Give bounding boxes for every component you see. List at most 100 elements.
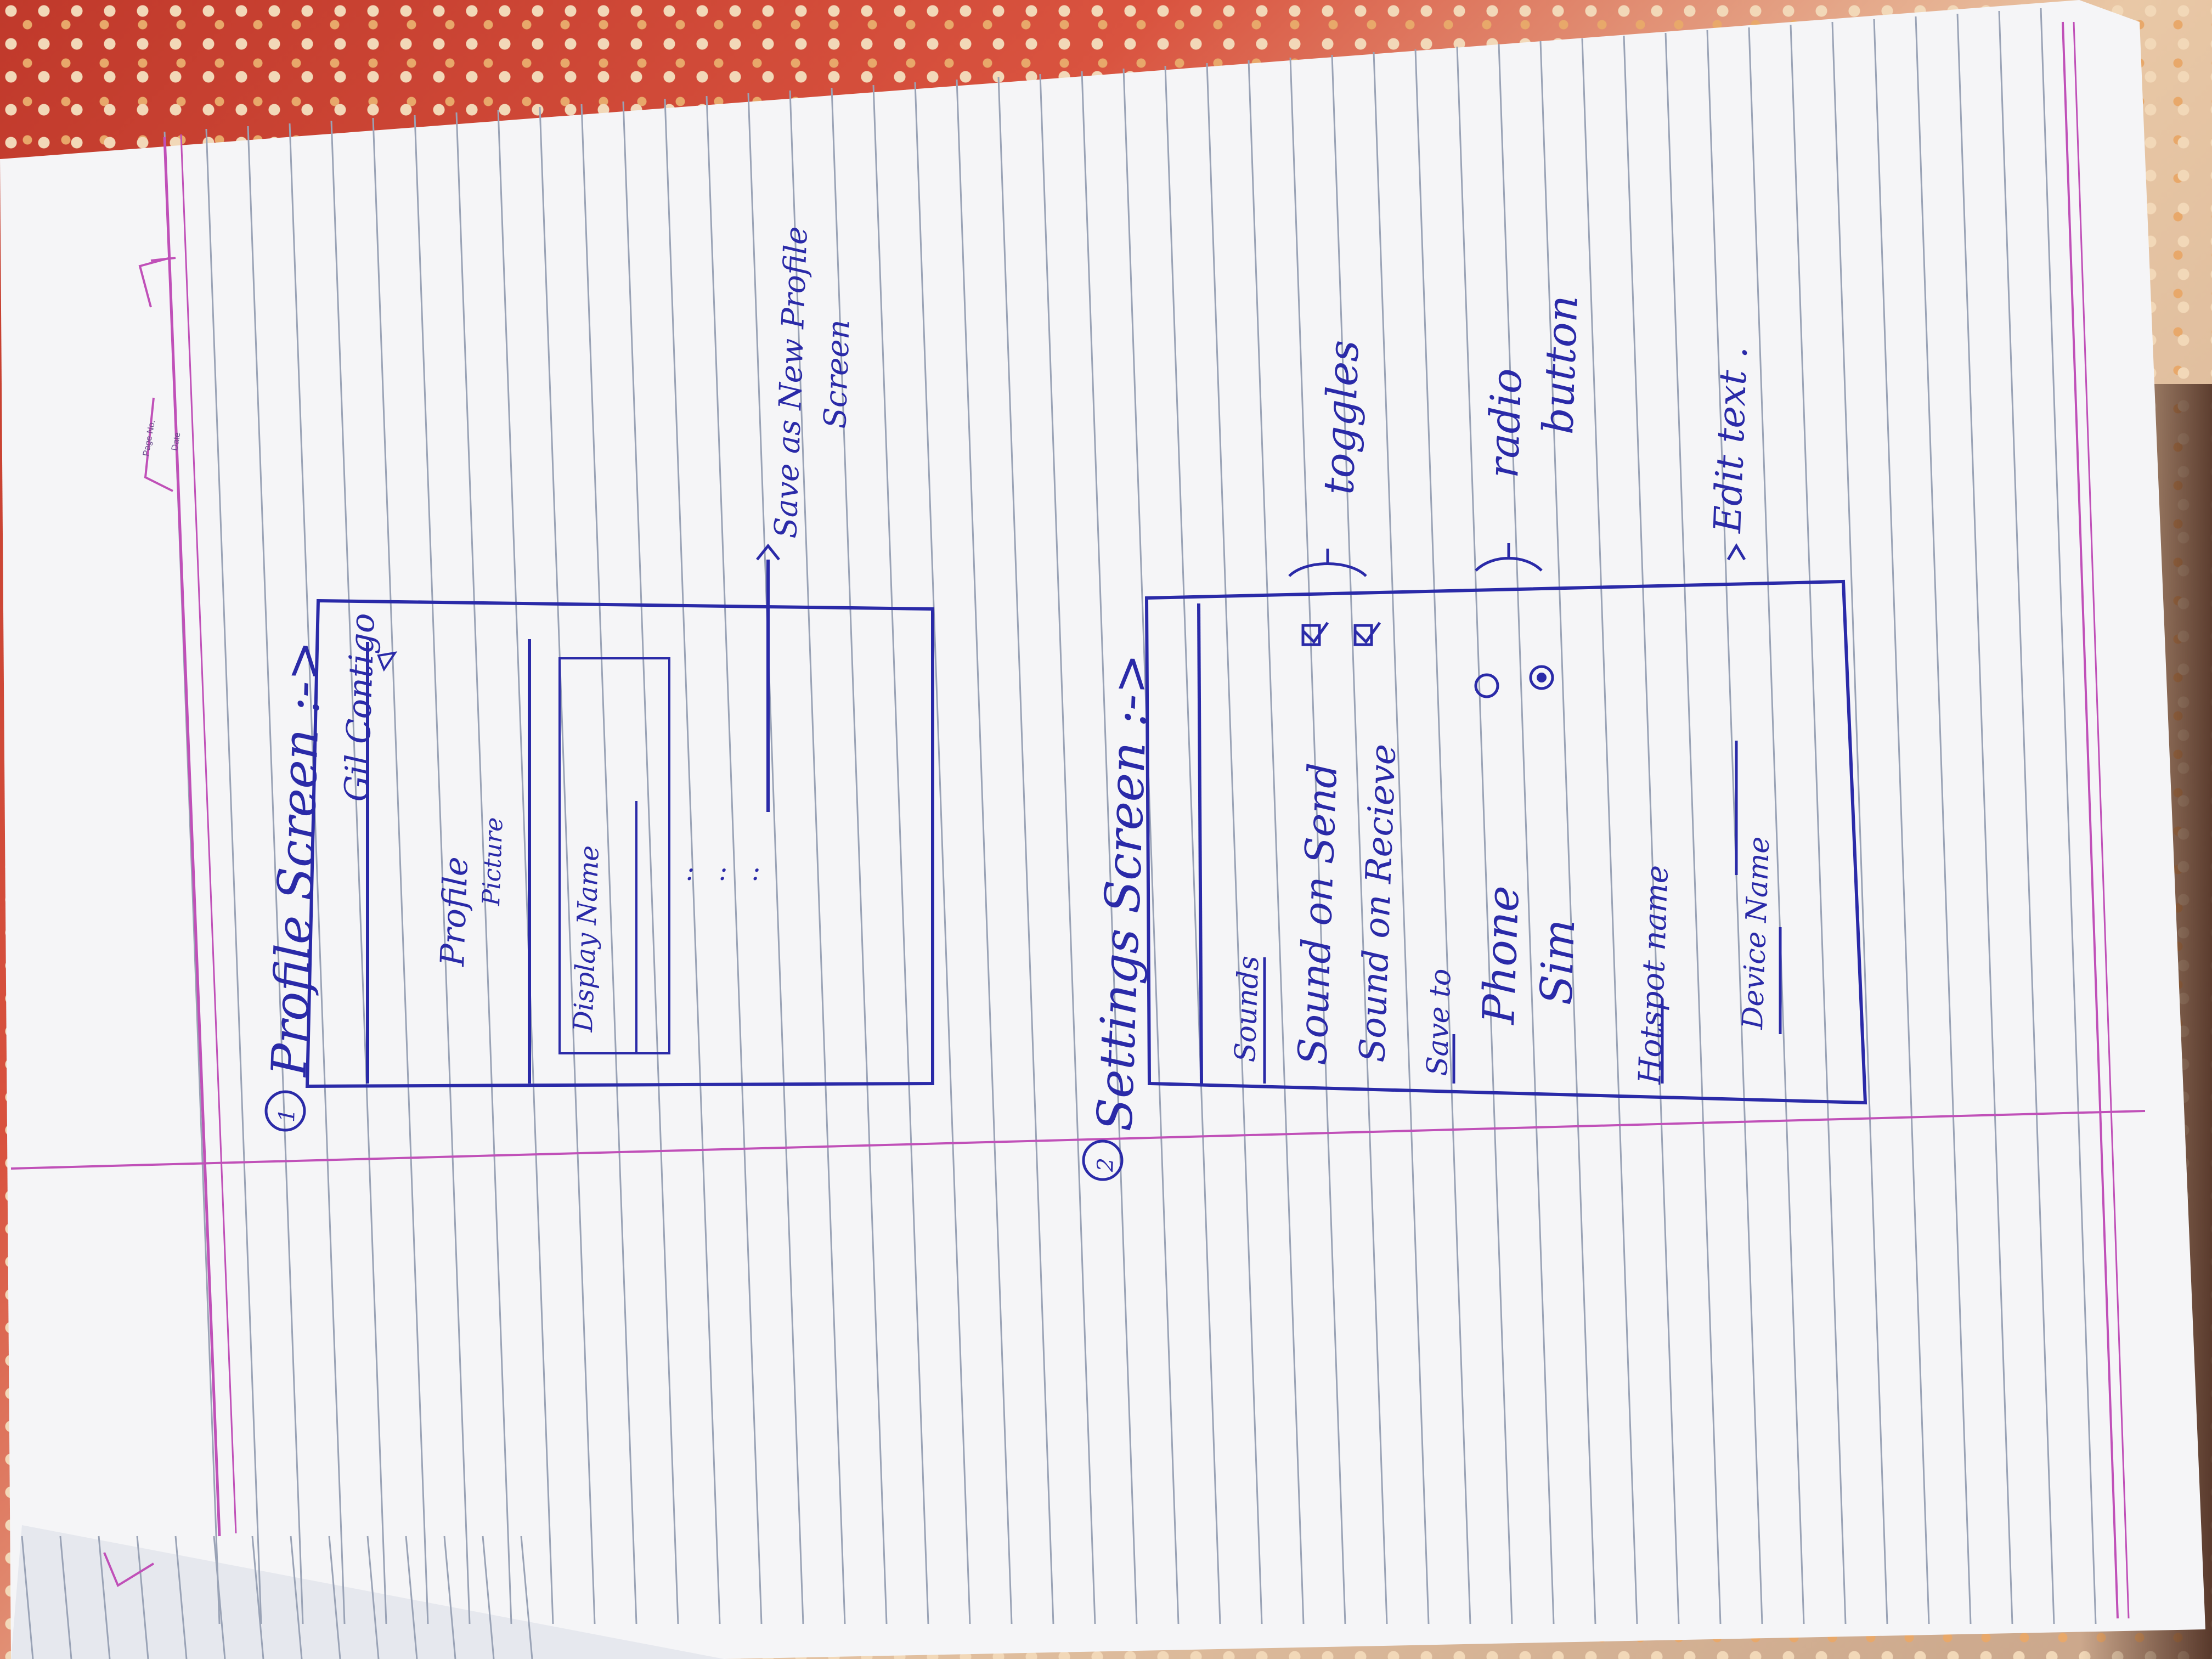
ruled-line xyxy=(1164,65,1221,1624)
radio-annotation: button xyxy=(1533,294,1587,436)
ruled-line xyxy=(497,109,554,1624)
margin-line xyxy=(10,1110,2146,1170)
toggle-brace xyxy=(1288,549,1367,577)
ruled-line xyxy=(443,1536,456,1659)
ruled-line xyxy=(1456,46,1513,1624)
profile-picture-label: Picture xyxy=(477,816,509,906)
arrow-icon xyxy=(1726,543,1746,561)
profile-appbar-title: Gil Contigo xyxy=(337,612,382,803)
margin-line xyxy=(180,134,237,1534)
radio-button-icon xyxy=(1529,665,1554,690)
ruled-line xyxy=(1956,13,2013,1624)
ruled-line xyxy=(1623,35,1680,1624)
page-no-bracket xyxy=(103,1552,155,1587)
ruled-lines xyxy=(21,8,2097,1659)
ruled-line xyxy=(1790,24,1847,1624)
ruled-line xyxy=(290,1536,303,1659)
hotspot-label: Hotspot name xyxy=(1632,864,1675,1085)
ruled-line xyxy=(1915,16,1972,1624)
ruled-line xyxy=(174,1536,188,1659)
ruled-line xyxy=(1539,41,1596,1624)
page-no-bracket xyxy=(144,397,173,492)
ruled-line xyxy=(21,1536,34,1659)
settings-appbar-title: Sounds xyxy=(1229,955,1266,1063)
ruled-line xyxy=(482,1536,495,1659)
device-label: Device Name xyxy=(1736,836,1776,1030)
ruled-line xyxy=(914,82,971,1624)
ruled-line xyxy=(520,1536,533,1659)
margin-line xyxy=(2073,21,2130,1619)
ruled-line xyxy=(1873,19,1930,1624)
lower-sheet xyxy=(11,1525,724,1659)
ruled-line xyxy=(1248,60,1305,1624)
display-name-field xyxy=(558,657,670,1054)
ruled-line xyxy=(1206,63,1263,1624)
margin-line xyxy=(2062,21,2119,1619)
profile-picture-label: Profile xyxy=(433,856,476,967)
ruled-line xyxy=(706,95,763,1624)
page-no-bracket xyxy=(138,257,176,308)
ruled-line xyxy=(289,123,346,1624)
ruled-line xyxy=(664,98,721,1624)
profile-mockup-frame xyxy=(305,599,934,1088)
ruled-line xyxy=(1122,68,1180,1624)
ruled-line xyxy=(1581,38,1638,1624)
section-number-circle xyxy=(1082,1139,1124,1181)
ruled-line xyxy=(455,112,512,1624)
ruled-line xyxy=(1664,32,1722,1624)
section-number: 1 xyxy=(274,1108,300,1123)
ruled-line xyxy=(1039,74,1096,1624)
radio-button-icon xyxy=(1474,673,1499,698)
ruled-line xyxy=(1373,52,1430,1624)
ruled-line xyxy=(2040,8,2097,1624)
profile-dots: : xyxy=(686,856,695,887)
ruled-line xyxy=(366,1536,380,1659)
radio-brace xyxy=(1475,543,1543,572)
checkmark-icon xyxy=(1354,622,1381,644)
ruled-line xyxy=(1498,43,1555,1624)
ruled-line xyxy=(405,1536,418,1659)
ruled-line xyxy=(539,106,596,1624)
profile-dots: : xyxy=(752,856,761,887)
settings-appbar-divider xyxy=(1197,603,1203,1084)
radio-annotation: radio xyxy=(1479,367,1531,479)
profile-annotation: Screen xyxy=(817,319,857,430)
radio-label: Sim xyxy=(1531,918,1585,1006)
ruled-line xyxy=(997,76,1054,1624)
ruled-line xyxy=(580,104,637,1624)
section-number-circle xyxy=(264,1090,306,1132)
ruled-line xyxy=(1831,21,1888,1624)
ruled-line xyxy=(328,1536,341,1659)
section-number: 2 xyxy=(1093,1157,1119,1172)
arrow-icon xyxy=(756,543,780,561)
ruled-line xyxy=(831,87,888,1624)
radio-selected-dot xyxy=(1537,673,1547,682)
ruled-line xyxy=(956,79,1013,1624)
edit-pencil-icon xyxy=(377,651,398,672)
ruled-line xyxy=(747,93,804,1624)
ruled-line xyxy=(414,115,471,1624)
settings-mockup-frame xyxy=(1144,579,1867,1105)
radio-label: Phone xyxy=(1473,884,1529,1025)
edit-text-annotation: Edit text . xyxy=(1706,345,1756,534)
toggles-annotation: toggles xyxy=(1314,339,1368,496)
ruled-line xyxy=(247,126,304,1624)
ruled-line xyxy=(789,90,846,1624)
ruled-line xyxy=(1998,10,2055,1624)
ruled-line xyxy=(1081,71,1138,1624)
checkmark-icon xyxy=(1302,622,1329,644)
ruled-line xyxy=(136,1536,149,1659)
ruled-line xyxy=(1289,57,1346,1624)
profile-dots: : xyxy=(719,856,728,887)
ruled-line xyxy=(1706,30,1763,1624)
ruled-line xyxy=(1414,49,1471,1624)
ruled-line xyxy=(98,1536,111,1659)
ruled-line xyxy=(213,1536,226,1659)
display-name-label: Display Name xyxy=(568,845,605,1032)
ruled-line xyxy=(251,1536,264,1659)
ruled-line xyxy=(330,120,387,1624)
ruled-line xyxy=(1748,27,1805,1624)
margin-line xyxy=(163,137,221,1537)
ruled-line xyxy=(1331,54,1388,1624)
